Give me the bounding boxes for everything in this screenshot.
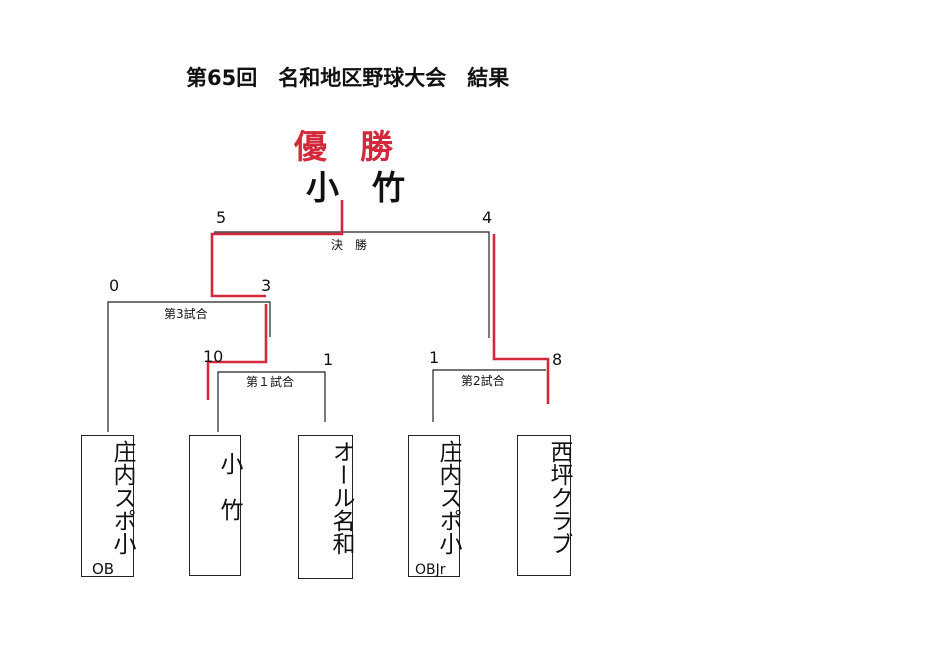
team-box-shonai-ob: 庄内スポ小 OB bbox=[81, 435, 135, 578]
final-label: 決 勝 bbox=[331, 238, 368, 252]
match3-line bbox=[107, 301, 271, 432]
match1-left-score: 10 bbox=[203, 347, 224, 366]
team-name: オール名和 bbox=[328, 440, 354, 555]
winner-path-final bbox=[210, 200, 344, 298]
final-right-score: 4 bbox=[482, 208, 493, 227]
final-left-score: 5 bbox=[216, 208, 227, 227]
champion-label: 優 勝 bbox=[294, 127, 393, 166]
team-sub: OB bbox=[92, 560, 115, 578]
team-box-shonai-objr: 庄内スポ小 OBJr bbox=[408, 435, 461, 578]
winner-path-match1 bbox=[206, 304, 268, 400]
team-name: 小 竹 bbox=[216, 452, 242, 521]
match2-label: 第2試合 bbox=[461, 374, 505, 388]
final-line bbox=[214, 231, 490, 338]
match2-left-score: 1 bbox=[429, 348, 440, 367]
page-title: 第65回 名和地区野球大会 結果 bbox=[186, 66, 510, 90]
winner-path bbox=[206, 200, 550, 404]
match3-label: 第3試合 bbox=[164, 307, 208, 321]
match3-left-score: 0 bbox=[109, 276, 120, 295]
match2-right-score: 8 bbox=[552, 350, 563, 369]
match2-line bbox=[432, 369, 546, 422]
match1-line bbox=[217, 371, 326, 432]
match1-right-score: 1 bbox=[323, 350, 334, 369]
match1-label: 第１試合 bbox=[246, 375, 295, 389]
match3-right-score: 3 bbox=[261, 276, 272, 295]
bracket-lines bbox=[107, 231, 546, 432]
team-name: 西坪クラブ bbox=[546, 440, 572, 555]
team-name: 庄内スポ小 bbox=[109, 440, 135, 555]
team-name: 庄内スポ小 bbox=[435, 440, 461, 555]
champion-name: 小 竹 bbox=[306, 168, 405, 207]
team-box-all-nawa: オール名和 bbox=[298, 435, 354, 579]
winner-path-match2 bbox=[492, 234, 550, 404]
team-box-kotake: 小 竹 bbox=[189, 435, 242, 576]
team-sub: OBJr bbox=[415, 562, 446, 578]
team-box-nishitsubo: 西坪クラブ bbox=[517, 435, 572, 576]
